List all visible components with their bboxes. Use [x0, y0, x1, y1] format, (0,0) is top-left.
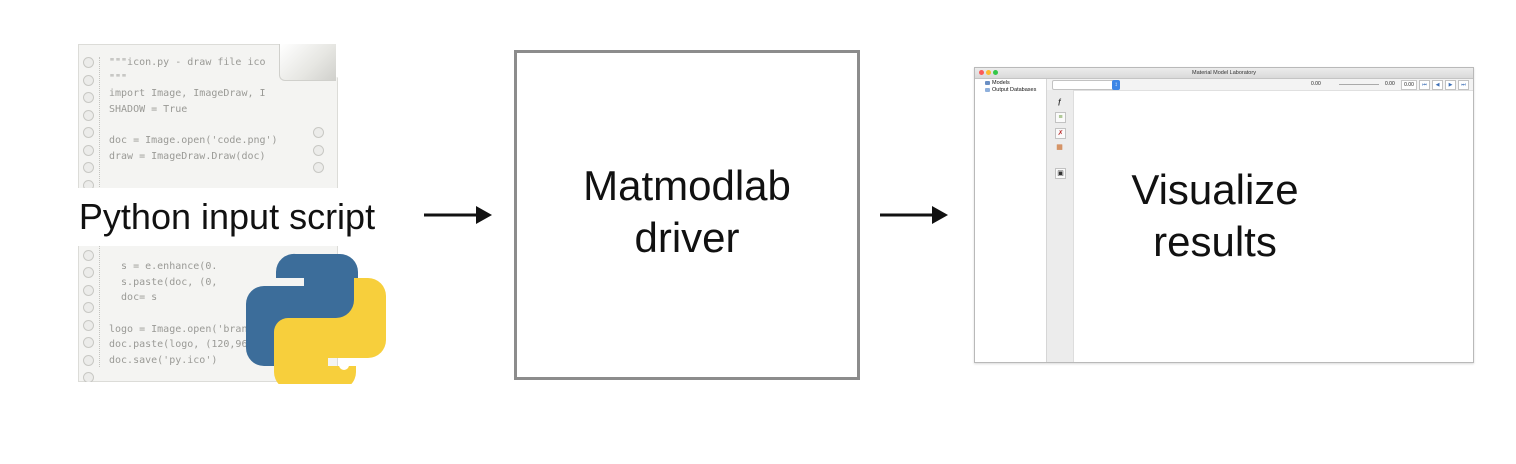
material-model-lab-window: Material Model Laboratory Models Output …	[974, 67, 1474, 363]
visualize-label: Visualize results	[1090, 164, 1340, 268]
visualize-label-line2: results	[1153, 218, 1277, 265]
zoom-window-icon[interactable]	[993, 70, 998, 75]
time-start-text: 0.00	[1311, 81, 1321, 87]
driver-label: Matmodlab driver	[517, 160, 857, 264]
export-tool-icon[interactable]: ▣	[1055, 168, 1066, 179]
code-text: """icon.py - draw file ico """ import Imag…	[109, 55, 329, 369]
right-punch-holes	[313, 127, 327, 180]
code-line	[109, 165, 329, 181]
tree-item-output-databases[interactable]: Output Databases	[985, 87, 1036, 93]
code-line	[109, 118, 329, 134]
plot-select[interactable]: ↕	[1052, 80, 1120, 90]
driver-box	[514, 50, 860, 380]
code-line: doc.save('py.ico')	[109, 355, 218, 367]
last-frame-button[interactable]: ⏭	[1458, 80, 1469, 90]
first-frame-button[interactable]: ⏮	[1419, 80, 1430, 90]
time-end-text: 0.00	[1385, 81, 1395, 87]
previous-frame-button[interactable]: ◀	[1432, 80, 1443, 90]
code-line: draw = ImageDraw.Draw(doc)	[109, 151, 266, 163]
time-slider[interactable]	[1339, 84, 1379, 85]
input-script-label: Python input script	[52, 188, 402, 246]
code-line: doc= s	[109, 292, 158, 304]
minimize-window-icon[interactable]	[986, 70, 991, 75]
chart-tool-icon[interactable]: ▦	[1056, 144, 1063, 151]
driver-label-line1: Matmodlab	[583, 162, 791, 209]
clear-tool-icon[interactable]: ✗	[1055, 128, 1066, 139]
code-line: doc = Image.open('code.png')	[109, 135, 278, 147]
folder-icon	[985, 80, 990, 85]
plot-toolbar: ↕ 0.00 0.00 0.00 ⏮ ◀ ▶ ⏭	[1047, 79, 1473, 91]
time-current-field[interactable]: 0.00	[1401, 80, 1417, 90]
arrow-driver-to-visualize	[880, 206, 948, 224]
code-line: """icon.py - draw file ico	[109, 57, 266, 68]
code-line: """	[109, 72, 128, 84]
tree-panel: Models Output Databases	[975, 79, 1047, 362]
list-tool-icon[interactable]: ≡	[1055, 112, 1066, 123]
next-frame-button[interactable]: ▶	[1445, 80, 1456, 90]
visualize-label-line1: Visualize	[1131, 166, 1299, 213]
code-line: logo = Image.open('brand.	[109, 323, 260, 335]
code-line: s.paste(doc, (0,	[109, 276, 218, 288]
plot-tool-strip: ƒ ≡ ✗ ▦ ▣	[1047, 90, 1074, 362]
driver-label-line2: driver	[634, 214, 740, 261]
database-icon	[985, 87, 990, 92]
tree-item-models[interactable]: Models	[985, 80, 1010, 86]
code-line: s = e.enhance(0.	[109, 260, 218, 272]
code-line: import Image, ImageDraw, I	[109, 88, 266, 100]
code-line: SHADOW = True	[109, 104, 188, 116]
function-tool-icon[interactable]: ƒ	[1057, 99, 1062, 106]
arrow-input-to-driver	[424, 206, 492, 224]
python-logo-icon	[246, 253, 386, 384]
close-window-icon[interactable]	[979, 70, 984, 75]
window-titlebar: Material Model Laboratory	[975, 68, 1473, 79]
page-fold-corner	[279, 44, 336, 81]
select-chevron-icon: ↕	[1112, 80, 1120, 90]
window-title: Material Model Laboratory	[1192, 70, 1256, 76]
